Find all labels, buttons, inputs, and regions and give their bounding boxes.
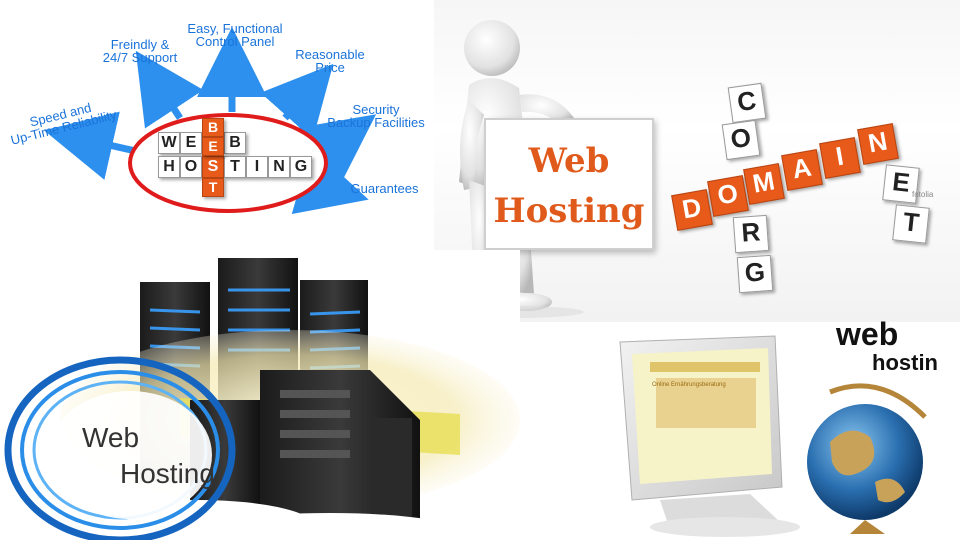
cube-letter: T: [892, 204, 930, 244]
cube-letter: C: [727, 82, 767, 124]
cube-letter: O: [707, 175, 749, 217]
monitor-globe-panel: Online Ernährungsberatung: [520, 322, 960, 540]
cube-letter: E: [180, 132, 202, 154]
servers-title-hosting: Hosting: [120, 458, 215, 489]
cube-letter: N: [268, 156, 290, 178]
best-web-hosting-infographic: W E B H O S T I N G B E T Speed and Up-T…: [0, 0, 440, 250]
cube-letter: W: [158, 132, 180, 154]
arrow-price: [260, 63, 334, 140]
fotolia-watermark: fotolia: [912, 190, 934, 199]
label-price: Reasonable Price: [295, 47, 365, 75]
cube-letter: A: [781, 149, 823, 191]
cube-letter: B: [202, 118, 224, 137]
screen-banner: Online Ernährungsberatung: [652, 382, 726, 388]
label-security: Security Backup Facilities: [327, 102, 425, 130]
cube-letter: R: [732, 214, 770, 254]
cube-letter: I: [246, 156, 268, 178]
servers-title-web: Web: [82, 422, 140, 453]
sign-line-hosting: Hosting: [493, 191, 645, 231]
arrow-speed: [43, 111, 141, 180]
sign-board: Web Hosting: [484, 118, 654, 250]
label-support: Freindly & 24/7 Support: [102, 37, 178, 65]
label-control-panel: Easy, Functional Control Panel: [187, 21, 283, 49]
arrow-security: [299, 114, 377, 184]
cube-letter: E: [202, 137, 224, 156]
sign-line-web: Web: [528, 141, 610, 181]
arrow-support: [135, 50, 204, 129]
cube-letter: N: [857, 123, 899, 165]
cube-letter: M: [743, 163, 785, 205]
servers-illustration: [4, 258, 520, 540]
label-guarantees: Guarantees: [350, 181, 419, 196]
cube-letter: T: [202, 178, 224, 197]
cube-letter: T: [224, 156, 246, 178]
cube-letter: B: [224, 132, 246, 154]
cube-letter: D: [671, 189, 713, 231]
servers-web-hosting-panel: Web Hosting: [0, 250, 520, 540]
cube-letter: O: [180, 156, 202, 178]
cube-letter: O: [721, 119, 761, 161]
cube-letter: G: [736, 254, 774, 294]
globe-title-web: web: [836, 316, 899, 352]
cube-letter: G: [290, 156, 312, 178]
cube-letter: S: [202, 156, 224, 178]
globe-title-hosting: hostin: [872, 350, 938, 375]
cube-letter: H: [158, 156, 180, 178]
cube-letter: I: [819, 137, 861, 179]
monitor-globe-illustration: [619, 335, 927, 537]
